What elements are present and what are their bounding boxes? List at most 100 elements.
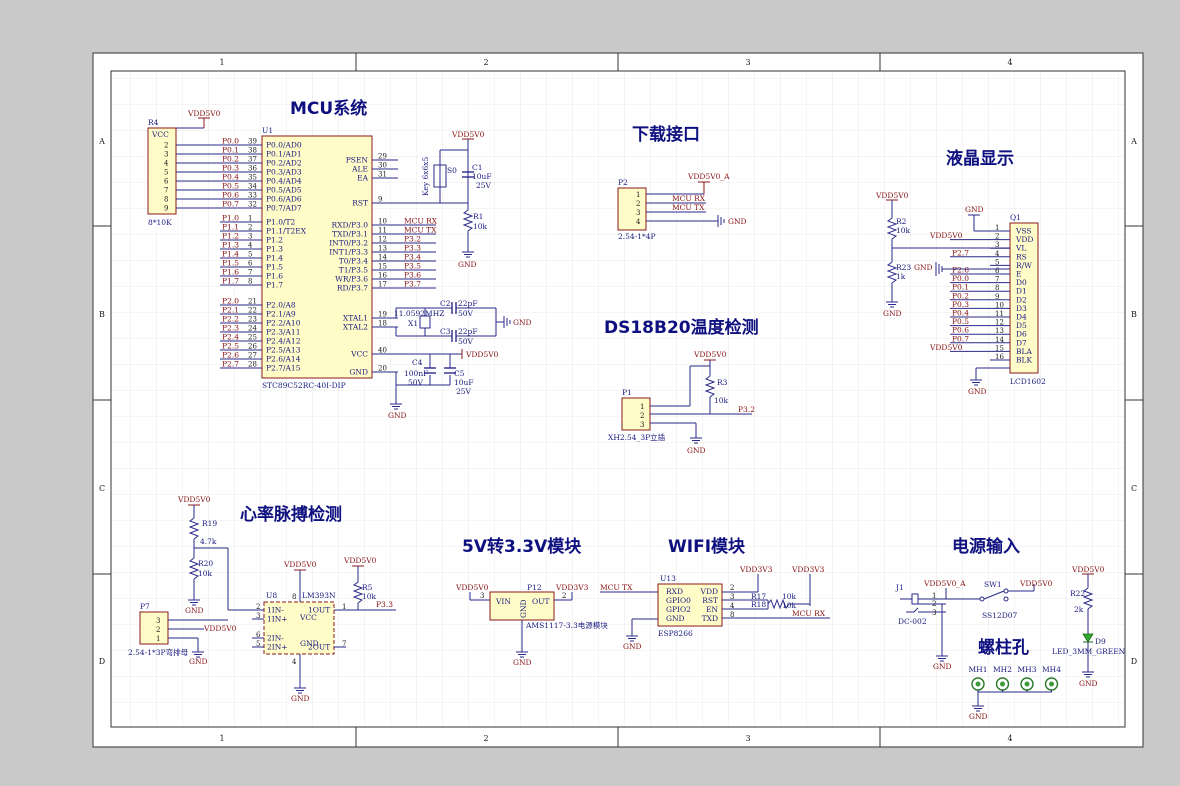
r3-ref: R3 bbox=[717, 378, 728, 387]
j1-part: DC-002 bbox=[898, 617, 927, 626]
zone-dividers bbox=[93, 53, 1143, 747]
c5-value: 10uF bbox=[454, 378, 474, 387]
c2-rating: 50V bbox=[458, 309, 474, 318]
mcu-pin-number: 30 bbox=[378, 162, 387, 170]
reset-key-label: Key 6x6x5 bbox=[421, 157, 430, 196]
p7-pin-number: 3 bbox=[156, 617, 160, 625]
mcu-net-label: P1.0 bbox=[222, 214, 239, 223]
mcu-net-label: P0.4 bbox=[222, 173, 239, 182]
lcd-pin-number: 1 bbox=[995, 224, 999, 232]
c2-value: 22pF bbox=[458, 299, 478, 308]
wifi-pin-name-right: VDD bbox=[700, 587, 718, 596]
p7-part: 2.54-1*3P弯排母 bbox=[128, 647, 189, 657]
mcu-net-label: MCU TX bbox=[404, 226, 437, 235]
mcu-pin-number: 13 bbox=[378, 245, 387, 253]
mcu-pin-name: GND bbox=[349, 368, 368, 377]
title-power: 电源输入 bbox=[952, 536, 1020, 557]
lcd-pin-number: 5 bbox=[995, 258, 999, 266]
lcd-pin-number: 14 bbox=[995, 336, 1004, 344]
lcd-pin-name: BLK bbox=[1016, 356, 1032, 365]
lcd-pin-number: 6 bbox=[995, 267, 1000, 275]
mcu-pin-name: P2.1/A9 bbox=[266, 310, 296, 319]
mcu-pin-name: P2.7/A15 bbox=[266, 364, 301, 373]
title-ds18b20: DS18B20温度检测 bbox=[604, 317, 759, 338]
u8-pin-number: 6 bbox=[256, 631, 261, 639]
r17-value: 10k bbox=[782, 592, 797, 601]
mcu-net-label: P2.1 bbox=[222, 306, 239, 315]
reset-key[interactable] bbox=[433, 164, 447, 188]
row-d-right: D bbox=[1131, 657, 1137, 666]
p7-body[interactable] bbox=[139, 611, 169, 645]
mcu-body[interactable] bbox=[261, 135, 373, 379]
lcd-pin-number: 4 bbox=[995, 250, 1000, 258]
mcu-net-label: P2.2 bbox=[222, 315, 239, 324]
mcu-pin-name: P0.3/AD3 bbox=[266, 168, 302, 177]
mcu-pin-number: 32 bbox=[248, 201, 257, 209]
p1-body[interactable] bbox=[621, 397, 651, 431]
lcd-net-label: P0.3 bbox=[952, 300, 969, 309]
u8-body[interactable] bbox=[263, 601, 335, 655]
lcd-net-label: P0.4 bbox=[952, 309, 969, 318]
crystal-gnd-label: GND bbox=[513, 318, 532, 327]
mcu-pin-number: 6 bbox=[248, 260, 253, 268]
mcu-pin-number: 17 bbox=[378, 281, 387, 289]
lcd-net-label: P0.7 bbox=[952, 334, 969, 343]
ldo-body[interactable] bbox=[489, 591, 555, 621]
ldo-vin: VIN bbox=[495, 597, 511, 606]
mcu-pin-name: P1.7 bbox=[266, 281, 283, 290]
mcu-pin-name: TXD/P3.1 bbox=[332, 230, 368, 239]
lcd-pin-number: 10 bbox=[995, 301, 1004, 309]
mcu-pin-name: P1.1/T2EX bbox=[266, 227, 307, 236]
mcu-pin-name: EA bbox=[357, 174, 368, 183]
c4-rating: 50V bbox=[408, 378, 424, 387]
u8-pin-number: 2 bbox=[256, 603, 260, 611]
mcu-pin-name: P1.2 bbox=[266, 236, 283, 245]
mcu-pin-number: 37 bbox=[248, 156, 257, 164]
mcu-pin-number: 40 bbox=[378, 347, 387, 355]
lcd-vss-gnd: GND bbox=[965, 205, 984, 214]
wifi-body[interactable] bbox=[657, 583, 723, 627]
p2-ref: P2 bbox=[618, 178, 628, 187]
lcd-pin-name: VDD bbox=[1015, 235, 1033, 244]
mount-hole-center bbox=[1049, 681, 1054, 687]
col-2-bottom: 2 bbox=[483, 734, 488, 743]
ldo-ref: P12 bbox=[527, 583, 542, 592]
led-d9[interactable] bbox=[1082, 633, 1094, 643]
p2-pin-number: 1 bbox=[636, 191, 640, 199]
lcd-pin-number: 12 bbox=[995, 319, 1004, 327]
power-gnd-1: GND bbox=[933, 662, 952, 671]
r22-value: 2k bbox=[1074, 605, 1084, 614]
mcu-pin-name: P2.6/A14 bbox=[266, 355, 301, 364]
u8-gnd-label: GND bbox=[291, 694, 310, 703]
p2-pin-number: 4 bbox=[636, 218, 641, 226]
zone-labels: 1 2 3 4 1 2 3 4 A B C D A B C D bbox=[98, 58, 1137, 743]
wifi-pin-name-right: TXD bbox=[702, 614, 718, 623]
r4-pin-number: 7 bbox=[164, 187, 168, 195]
lcd-pin-name: D2 bbox=[1016, 295, 1027, 304]
mcu-pin-name: P0.5/AD5 bbox=[266, 186, 302, 195]
lcd-body[interactable] bbox=[1009, 222, 1039, 374]
u8-vdd-label: VDD5V0 bbox=[283, 560, 317, 569]
mcu-pin-number: 23 bbox=[248, 316, 257, 324]
power-vdd-out: VDD5V0 bbox=[1019, 579, 1053, 588]
u8-pin-name: 1IN+ bbox=[267, 615, 288, 624]
mcu-pin-name: ALE bbox=[351, 165, 368, 174]
mcu-pin-name: P1.4 bbox=[266, 254, 283, 263]
ds-vdd-label: VDD5V0 bbox=[693, 350, 727, 359]
c3-rating: 50V bbox=[458, 337, 474, 346]
r1-value: 10k bbox=[473, 222, 488, 231]
mcu-pin-number: 39 bbox=[248, 138, 257, 146]
heart-vdd-1: VDD5V0 bbox=[177, 495, 211, 504]
c3-ref: C3 bbox=[440, 327, 451, 336]
mcu-pin-number: 12 bbox=[378, 236, 387, 244]
p1-pin-number: 2 bbox=[640, 412, 644, 420]
ds18b20-section: P1 123 XH2.54_3P立插 VDD5V0 R3 10k P3.2 GN… bbox=[608, 350, 755, 455]
row-a-right: A bbox=[1130, 137, 1137, 146]
mcu-net-label: P3.7 bbox=[404, 280, 421, 289]
mcu-pin-number: 25 bbox=[248, 334, 257, 342]
p2-body[interactable] bbox=[617, 187, 647, 231]
mcu-pin-number: 7 bbox=[248, 269, 252, 277]
mcu-pin-number: 10 bbox=[378, 218, 387, 226]
r4-body[interactable] bbox=[147, 127, 177, 215]
